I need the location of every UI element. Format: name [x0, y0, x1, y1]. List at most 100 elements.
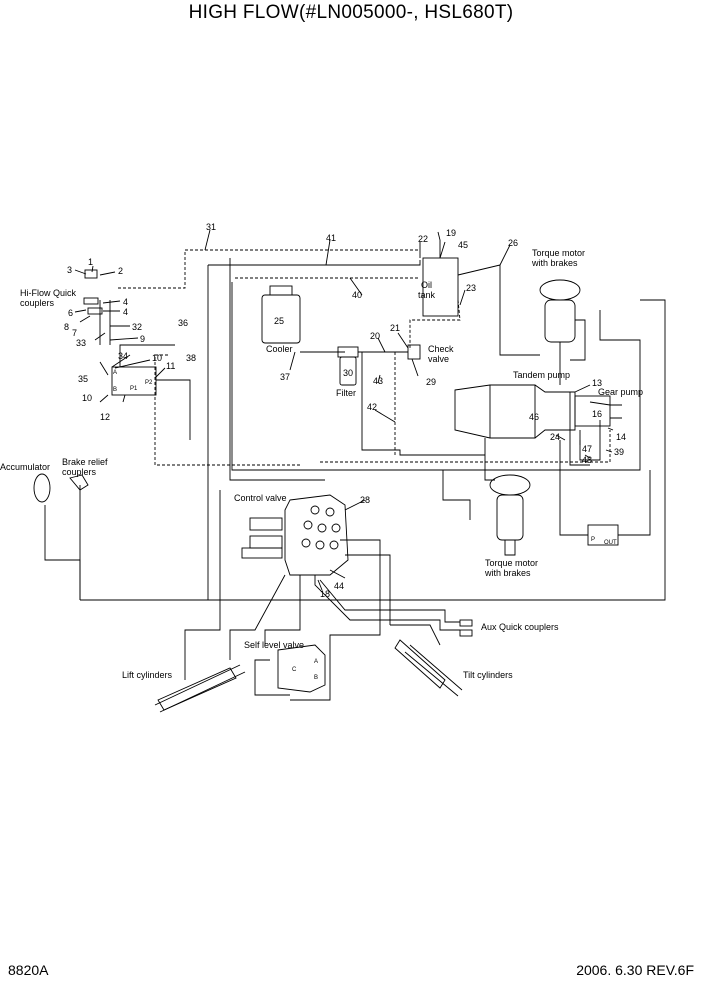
- torque-motor-top-cap: [539, 279, 581, 301]
- footer-date-rev: 2006. 6.30 REV.6F: [576, 962, 694, 978]
- callout-21: 21: [390, 323, 401, 333]
- torque-bottom-line: [484, 438, 495, 481]
- footer-code: 8820A: [8, 962, 49, 978]
- label-accumulator: Accumulator: [0, 462, 51, 472]
- callout-2: 2: [118, 266, 124, 276]
- filter-body: [339, 356, 357, 386]
- callout-9: 9: [140, 334, 146, 344]
- torque-motor-bottom-cap: [489, 474, 531, 496]
- tandem-pump-section: [489, 384, 536, 439]
- callout-1: 1: [88, 257, 94, 267]
- cv-aux-line: [314, 575, 460, 631]
- control-valve-body: [284, 494, 349, 576]
- callout-22: 22: [418, 234, 429, 244]
- callout-10a: 10: [152, 353, 163, 363]
- line-inner-2: [231, 282, 561, 471]
- brake-relief-coupler: [69, 474, 89, 491]
- cv-line-1: [340, 539, 381, 600]
- page-title: HIGH FLOW(#LN005000-, HSL680T): [188, 2, 514, 23]
- label-torque-motor-top: Torque motor with brakes: [532, 248, 586, 268]
- port-p2-label: P2: [145, 380, 153, 386]
- cooler-cap: [269, 285, 293, 296]
- callout-4b: 4: [123, 307, 129, 317]
- callout-6: 6: [68, 308, 74, 318]
- line-41: [208, 260, 421, 266]
- line-11: [156, 379, 191, 440]
- label-filter: Filter: [336, 388, 356, 398]
- cv-spool-1: [249, 517, 283, 531]
- callout-16: 16: [592, 409, 603, 419]
- port-sl-a-label: A: [314, 659, 319, 665]
- oil-tank: [422, 257, 459, 317]
- cv-port-5: [331, 523, 341, 533]
- aux-coupler-2: [459, 629, 473, 637]
- label-oil-tank: Oil tank: [418, 280, 436, 300]
- callout-19: 19: [446, 228, 457, 238]
- callout-41: 41: [326, 233, 337, 243]
- port-out-label: OUT: [604, 540, 617, 546]
- line-36: [119, 344, 175, 367]
- label-lift-cylinders: Lift cylinders: [122, 670, 173, 680]
- gear-pump-shaft: [610, 404, 622, 419]
- aux-coupler-1: [459, 619, 473, 627]
- label-tilt-cylinders: Tilt cylinders: [463, 670, 513, 680]
- callout-35: 35: [78, 374, 89, 384]
- callout-25: 25: [274, 316, 285, 326]
- cv-port-4: [317, 523, 327, 533]
- callout-39: 39: [614, 447, 625, 457]
- port-c-label: C: [292, 667, 297, 673]
- tilt-line: [390, 624, 441, 646]
- accumulator-body: [33, 473, 51, 503]
- tandem-pump-body: [454, 384, 576, 439]
- callout-26: 26: [508, 238, 519, 248]
- cv-self-level-line: [264, 575, 301, 645]
- callout-18: 18: [320, 589, 331, 599]
- check-valve-block: [407, 344, 421, 360]
- torque-motor-top-body: [544, 299, 576, 343]
- line-48: [320, 430, 611, 463]
- callout-42: 42: [367, 402, 378, 412]
- line-43: [361, 352, 485, 456]
- callout-8: 8: [64, 322, 70, 332]
- cv-spool-3: [241, 547, 283, 559]
- line-19: [437, 231, 441, 258]
- callout-38: 38: [186, 353, 197, 363]
- callout-28: 28: [360, 495, 371, 505]
- callout-3: 3: [67, 265, 73, 275]
- pressure-block-lines: [559, 470, 651, 536]
- lift-line: [184, 490, 221, 680]
- line-24: [569, 392, 590, 466]
- callout-34: 34: [118, 351, 129, 361]
- callout-45: 45: [458, 240, 469, 250]
- callout-20: 20: [370, 331, 381, 341]
- line-inner-left: [229, 258, 325, 481]
- cv-aux-line-2: [319, 579, 460, 623]
- port-p1-label: P1: [130, 386, 138, 392]
- label-gear-pump: Gear pump: [598, 387, 644, 397]
- leaders-left: [74, 265, 166, 403]
- callout-40: 40: [352, 290, 363, 300]
- cv-port-1: [310, 505, 320, 515]
- callout-43: 43: [373, 376, 384, 386]
- callout-33: 33: [76, 338, 87, 348]
- callout-32: 32: [132, 322, 143, 332]
- callout-44: 44: [334, 581, 345, 591]
- tilt-cylinder: [404, 644, 463, 697]
- torque-motor-bottom-body: [496, 494, 524, 541]
- label-aux-quick-couplers: Aux Quick couplers: [481, 622, 559, 632]
- tilt-cylinder-body: [394, 639, 446, 689]
- callout-10b: 10: [82, 393, 93, 403]
- port-p-label: P: [591, 537, 596, 543]
- label-tandem-pump: Tandem pump: [513, 370, 571, 380]
- callout-30: 30: [343, 368, 354, 378]
- hiflow-coupler-2: [87, 307, 103, 315]
- callout-48: 48: [582, 455, 593, 465]
- label-check-valve: Check valve: [428, 344, 454, 364]
- cv-line-2: [345, 554, 391, 625]
- cv-lift-line: [229, 574, 286, 660]
- label-self-level-valve: Self level valve: [244, 640, 305, 650]
- self-level-valve: [277, 644, 326, 693]
- callout-23: 23: [466, 283, 477, 293]
- lift-cylinder: [157, 667, 237, 711]
- label-brake-relief: Brake relief couplers: [62, 457, 108, 477]
